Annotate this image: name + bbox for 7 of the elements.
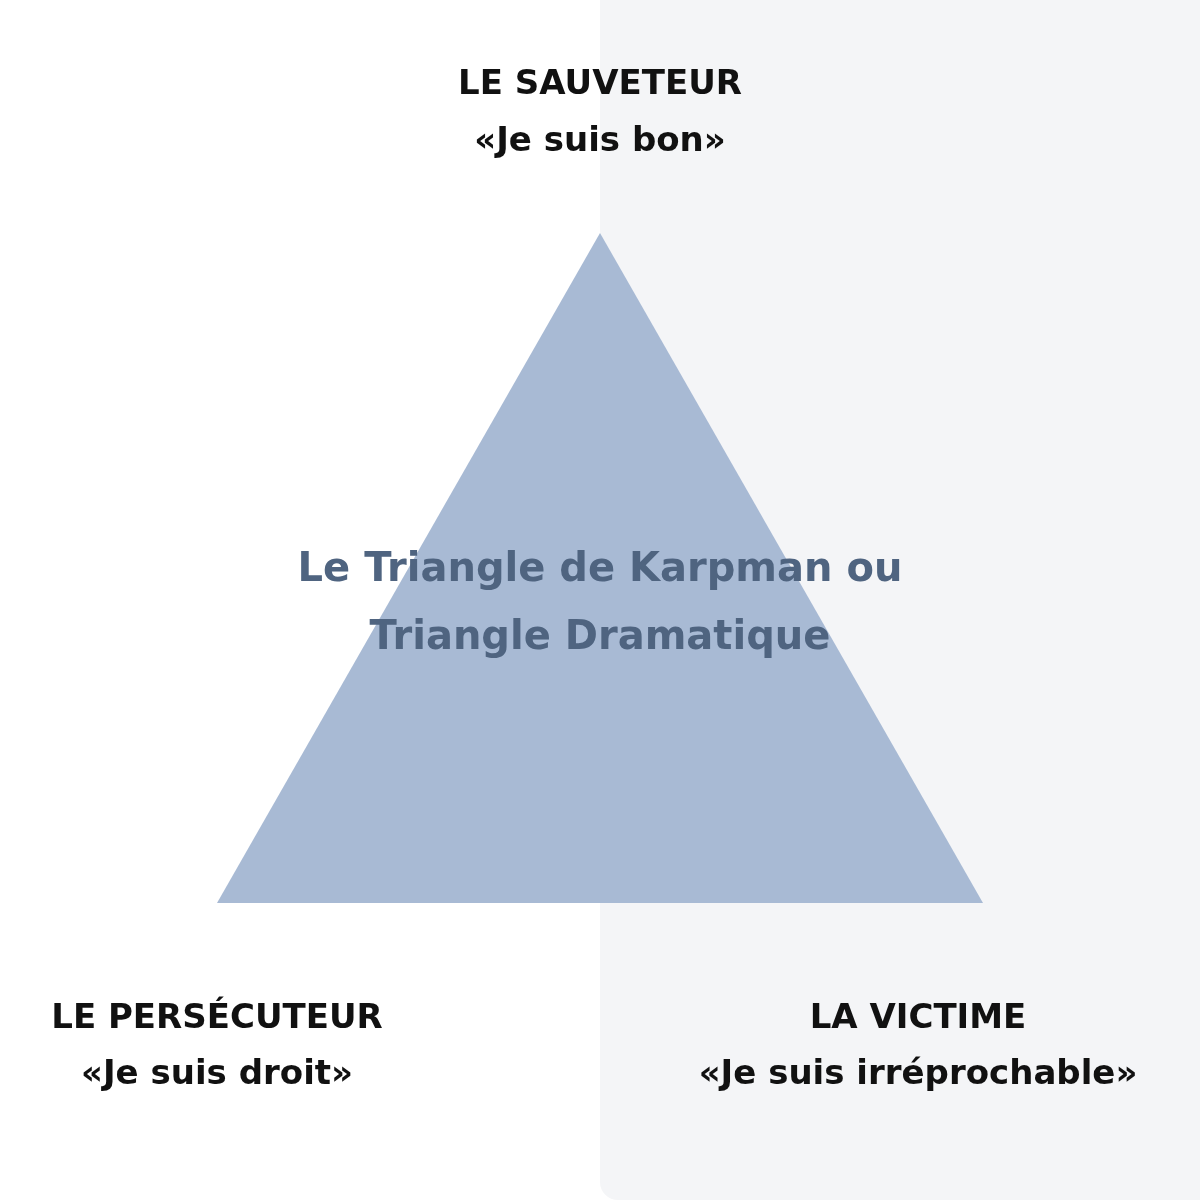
- role-quote: «Je suis bon»: [473, 119, 727, 159]
- role-quote: «Je suis irréprochable»: [697, 1052, 1139, 1092]
- role-name: LE PERSÉCUTEUR: [50, 996, 384, 1036]
- role-quote: «Je suis droit»: [80, 1052, 354, 1092]
- role-name: LE SAUVETEUR: [457, 62, 743, 102]
- role-name: LA VICTIME: [808, 996, 1028, 1036]
- triangle: [217, 233, 983, 903]
